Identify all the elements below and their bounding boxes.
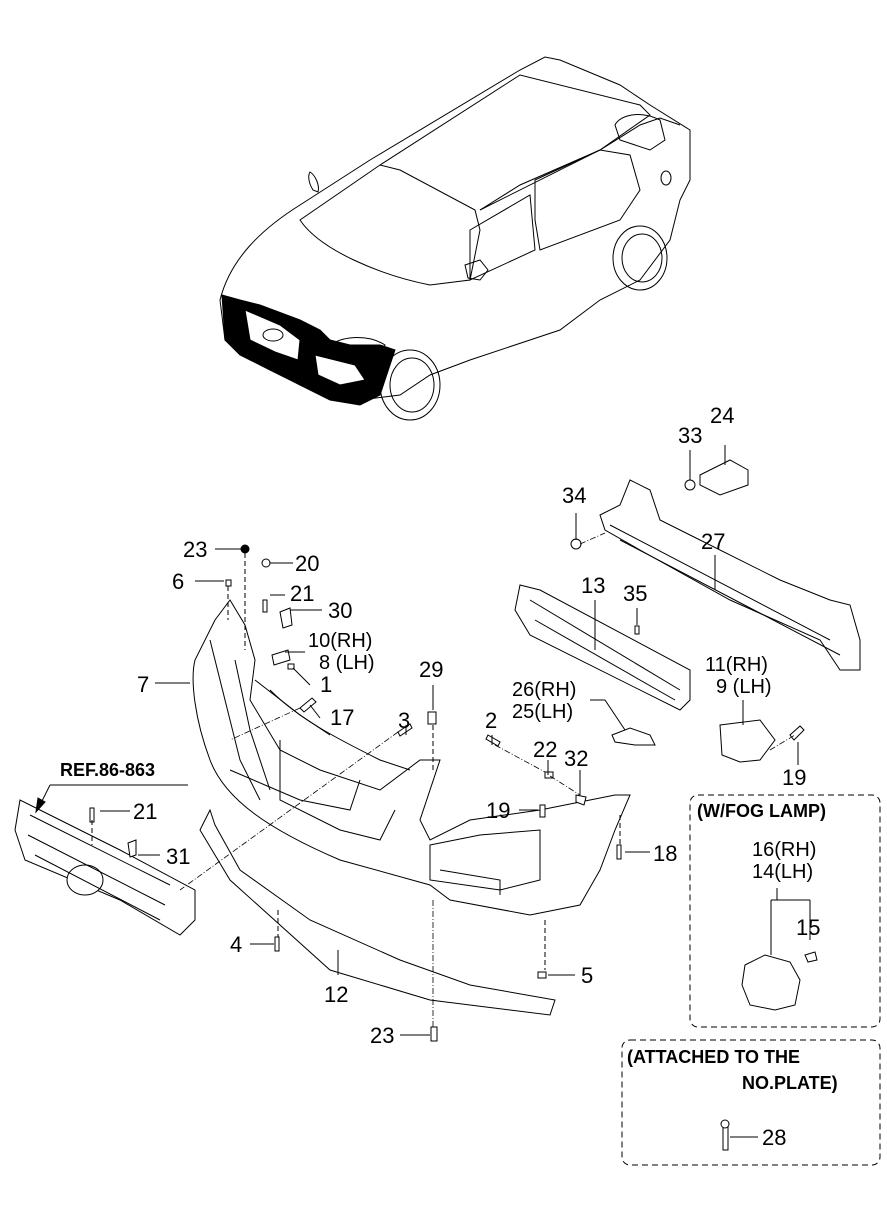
callout-30: 30: [328, 598, 352, 623]
callout-28: 28: [762, 1125, 786, 1150]
nut-part-34: [570, 538, 582, 550]
callout-8-lh: 8 (LH): [319, 652, 375, 674]
callout-14-lh: 14(LH): [752, 861, 813, 883]
callout-34: 34: [562, 483, 586, 508]
callout-5: 5: [581, 963, 593, 988]
leader-lines: [35, 445, 811, 1138]
callout-12: 12: [324, 982, 348, 1007]
callout-27: 27: [701, 529, 725, 554]
callout-24: 24: [710, 403, 734, 428]
callout-10-rh: 10(RH): [308, 630, 372, 652]
callout-21-grille: 21: [133, 799, 157, 824]
callout-15: 15: [796, 915, 820, 940]
callout-11-rh: 11(RH): [705, 654, 768, 676]
callout-18: 18: [653, 841, 677, 866]
plate-box-line2: NO.PLATE): [742, 1073, 838, 1093]
plate-box-line1: (ATTACHED TO THE: [627, 1047, 800, 1067]
nut-part-33: [684, 479, 696, 491]
bumper-cover: [192, 599, 631, 916]
bracket-part-26: [611, 727, 656, 746]
fog-lamp-box-title: (W/FOG LAMP): [697, 801, 826, 821]
bracket-part-24: [699, 459, 749, 496]
callout-17: 17: [330, 705, 354, 730]
fasteners: [89, 544, 805, 1042]
radiator-grille: [14, 799, 196, 936]
callout-7: 7: [137, 672, 149, 697]
callout-29: 29: [419, 657, 443, 682]
reference-label: REF.86-863: [60, 760, 155, 780]
callout-33: 33: [678, 423, 702, 448]
callout-19-right: 19: [782, 765, 806, 790]
center-grille: [514, 584, 691, 711]
callout-13: 13: [581, 573, 605, 598]
callout-25-lh: 25(LH): [512, 701, 573, 723]
callout-4: 4: [230, 932, 242, 957]
bumper-beam: [599, 479, 861, 671]
callout-2: 2: [485, 708, 497, 733]
callout-22: 22: [533, 737, 557, 762]
callout-19: 19: [486, 798, 510, 823]
plate-box: [621, 1039, 881, 1166]
callout-35: 35: [623, 581, 647, 606]
callout-3: 3: [398, 708, 410, 733]
callout-21: 21: [290, 581, 314, 606]
screw-part-15: [804, 951, 818, 963]
lower-lip-spoiler: [199, 808, 556, 1016]
callout-23-lower: 23: [370, 1023, 394, 1048]
fog-lamp: [741, 954, 801, 1011]
callout-20: 20: [295, 551, 319, 576]
callout-26-rh: 26(RH): [512, 679, 576, 701]
callout-31: 31: [166, 844, 190, 869]
callout-32: 32: [564, 746, 588, 771]
callout-6: 6: [172, 569, 184, 594]
screw-part-28: [722, 1124, 729, 1151]
callout-16-rh: 16(RH): [752, 839, 816, 861]
callout-labels: 23 20 6 21 30 10(RH) 8 (LH) 7 1 17 29 3 …: [133, 403, 820, 1150]
callout-23: 23: [183, 537, 207, 562]
fog-lamp-bezel: [719, 719, 776, 763]
vehicle-overview: [219, 56, 691, 421]
fog-lamp-box: [689, 794, 881, 1028]
callout-9-lh: 9 (LH): [716, 676, 772, 698]
callout-1: 1: [320, 672, 332, 697]
